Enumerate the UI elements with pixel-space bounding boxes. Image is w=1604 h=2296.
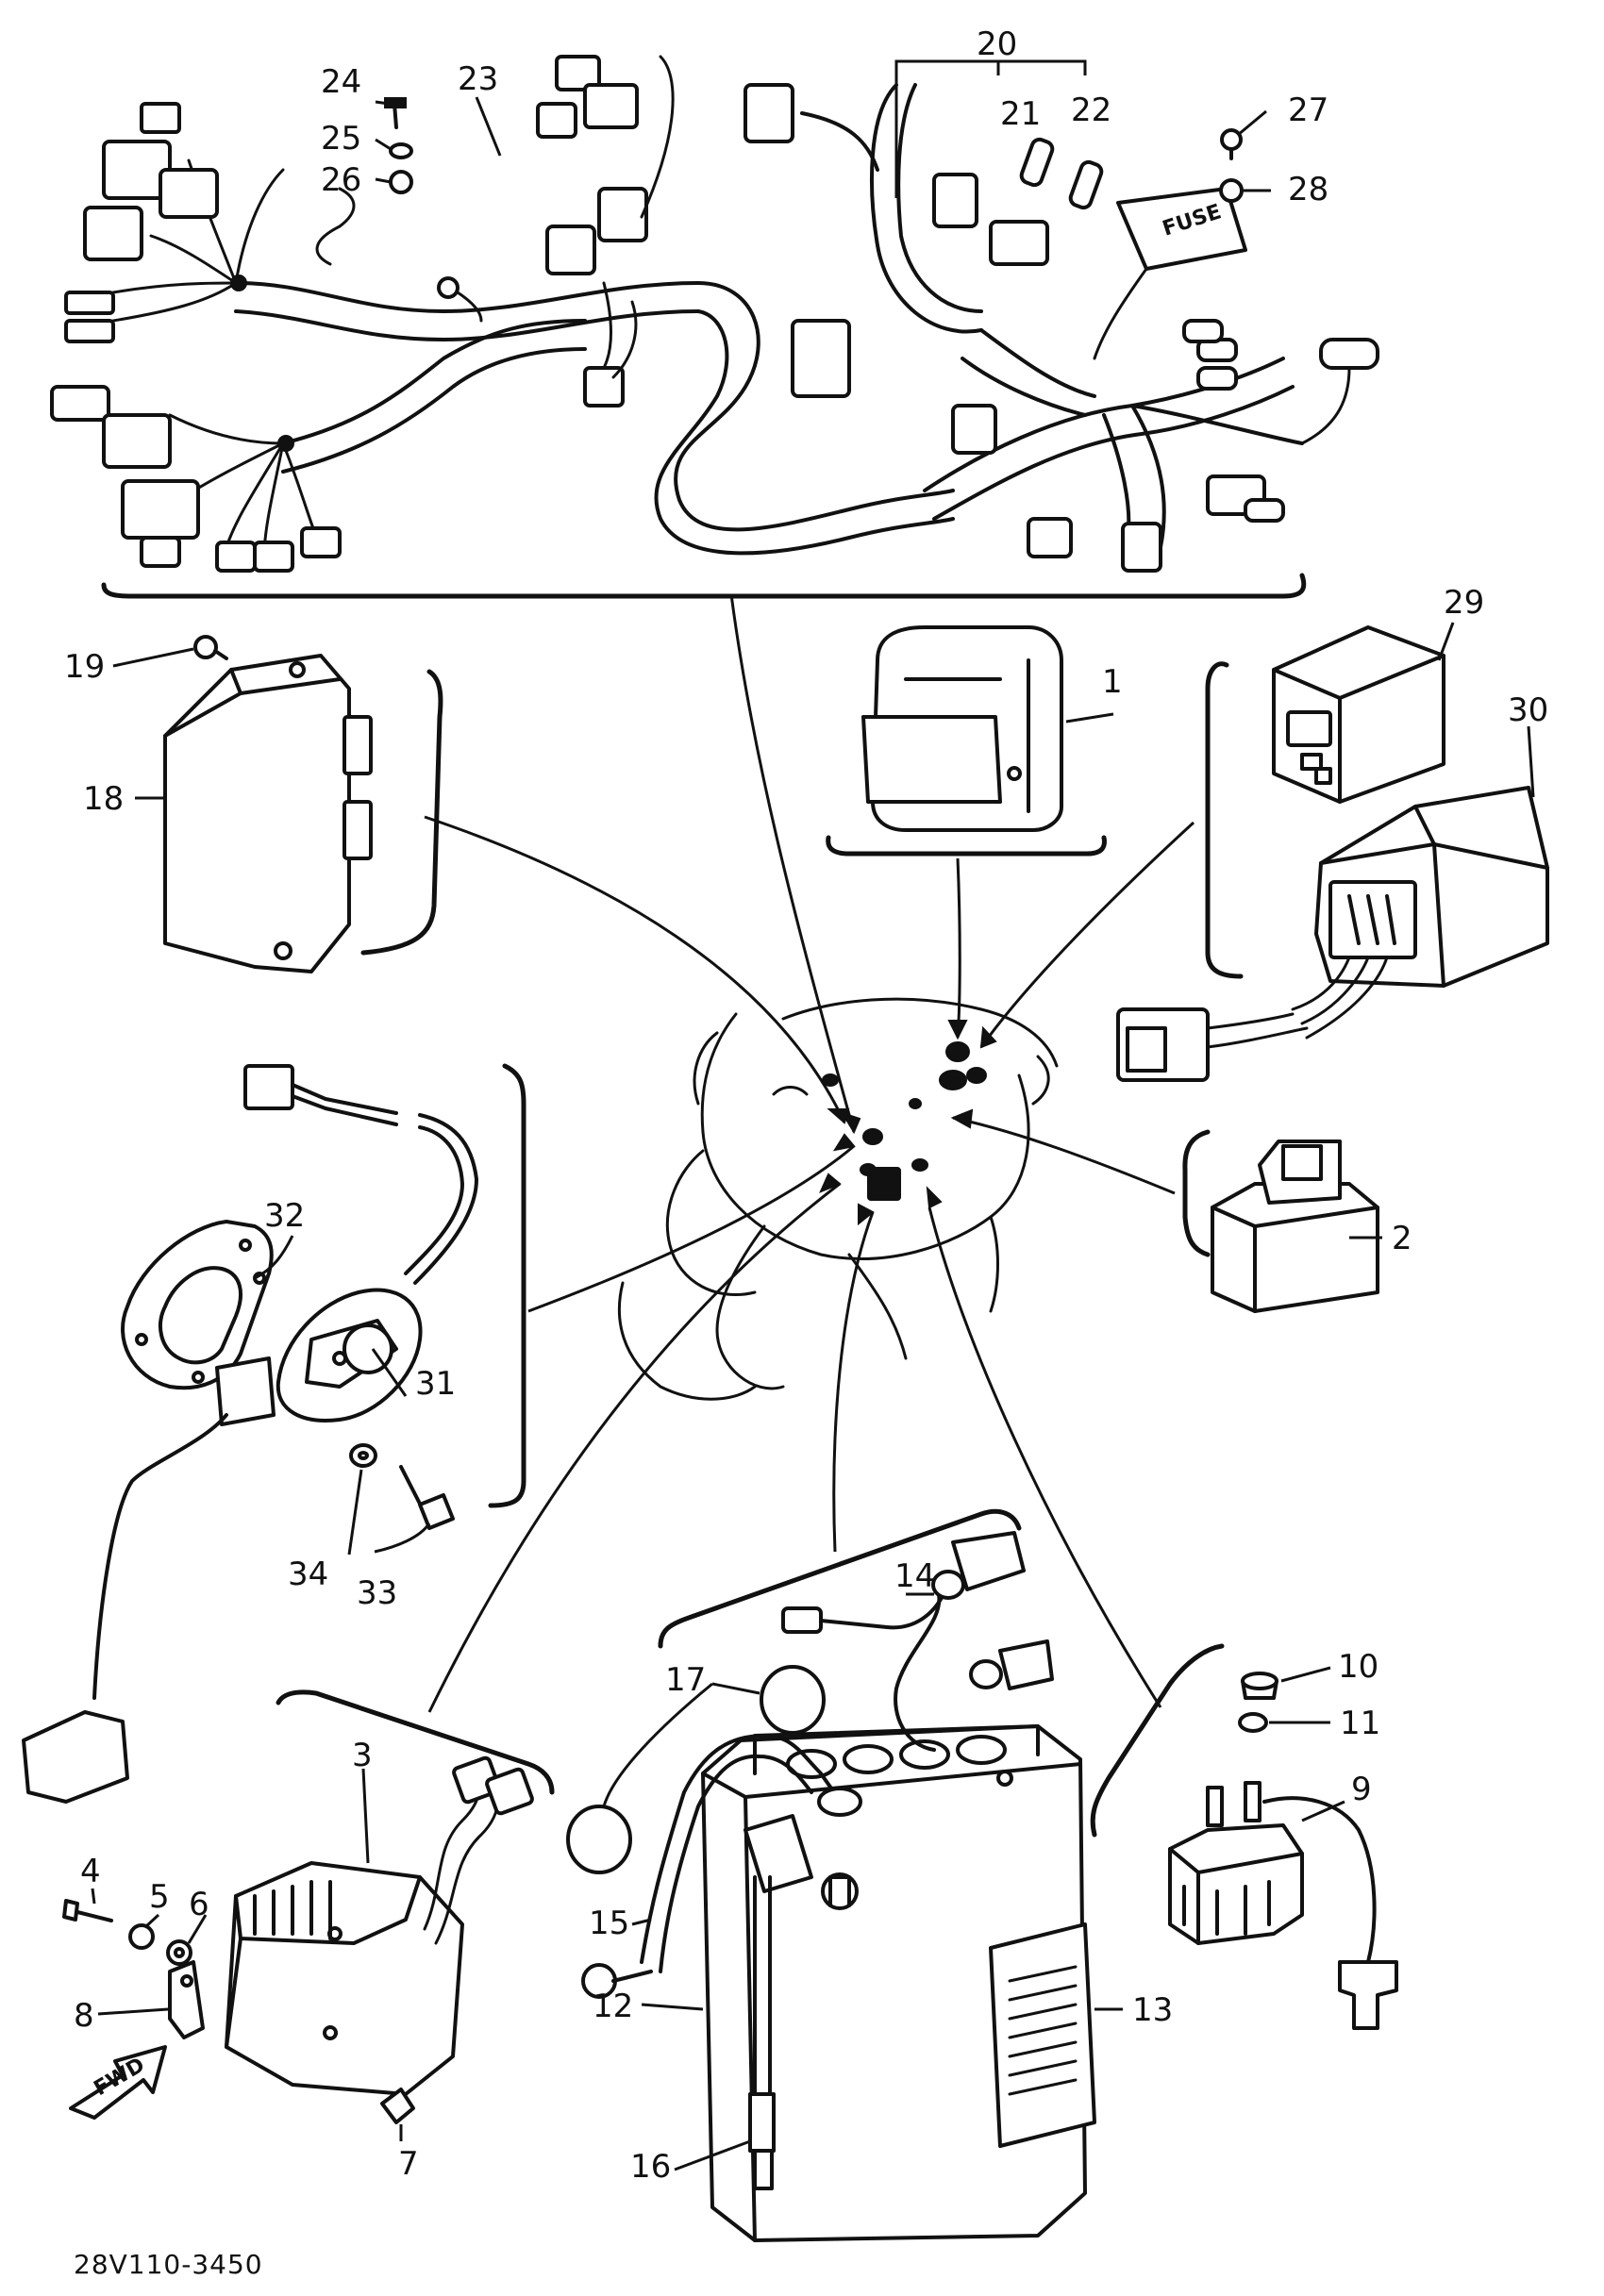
part-10-cap (1241, 1672, 1278, 1700)
callout-22: 22 (1071, 92, 1111, 129)
part-18-control-unit (163, 654, 373, 973)
callout-30: 30 (1508, 691, 1548, 729)
callout-15: 15 (589, 1905, 629, 1942)
part-31-bracket (488, 1063, 526, 1508)
callout-34: 34 (288, 1556, 328, 1593)
callout-21: 21 (1000, 95, 1041, 133)
part-17-battery-cap (566, 1665, 826, 1874)
callout-1: 1 (1102, 663, 1123, 701)
callout-labels: 1 2 3 4 5 6 7 8 9 10 11 12 13 14 15 16 1… (64, 25, 1548, 2186)
part-9-bracket (1090, 1643, 1225, 1838)
callout-leaders (91, 59, 1535, 2171)
motorcycle-outline (617, 997, 1059, 1401)
callout-32: 32 (264, 1197, 305, 1235)
callout-33: 33 (357, 1574, 397, 1612)
part-33-bolt (399, 1465, 455, 1530)
harness-group-bracket (101, 573, 1307, 599)
part-13-battery-label (989, 1922, 1096, 2148)
part-34-washer (349, 1443, 377, 1468)
callout-2: 2 (1392, 1220, 1412, 1257)
part-4-bolt (62, 1899, 113, 1922)
callout-10: 10 (1338, 1648, 1378, 1686)
callout-13: 13 (1132, 1991, 1173, 2029)
part-6-washer (166, 1939, 192, 1966)
part-14-lead-wire (781, 1531, 1054, 1752)
part-8-bracket-plate (168, 1960, 205, 2039)
part-2-relay (1211, 1140, 1379, 1313)
part-32-gasket (121, 1220, 274, 1390)
part-18-bracket (360, 669, 443, 956)
part-9-starter-relay (1168, 1781, 1398, 2030)
part-31-fuel-sender-unit (22, 1064, 478, 1804)
callout-18: 18 (83, 780, 124, 818)
leader-lines (424, 593, 1195, 1713)
callout-7: 7 (398, 2145, 419, 2183)
callout-4: 4 (80, 1853, 101, 1890)
part-30-flasher-unit (1116, 786, 1549, 1082)
fuse-box: FUSE (1116, 187, 1247, 271)
part-11-cap (1238, 1712, 1268, 1733)
callout-20: 20 (977, 25, 1017, 63)
callout-31: 31 (415, 1365, 456, 1403)
callout-8: 8 (74, 1997, 94, 2035)
callout-28: 28 (1288, 171, 1328, 208)
part-2-bracket (1182, 1129, 1211, 1257)
callout-11: 11 (1340, 1705, 1380, 1742)
small-fasteners (384, 97, 1244, 210)
callout-25: 25 (321, 120, 361, 158)
callout-27: 27 (1288, 92, 1328, 129)
callout-29: 29 (1444, 584, 1484, 622)
callout-24: 24 (321, 63, 361, 101)
callout-9: 9 (1351, 1771, 1372, 1808)
callout-19: 19 (64, 648, 105, 686)
part-7-clip (380, 2088, 415, 2124)
callout-5: 5 (149, 1878, 170, 1916)
callout-14: 14 (894, 1557, 935, 1595)
callout-12: 12 (593, 1988, 633, 2025)
forward-direction-arrow: FWD (69, 2045, 167, 2120)
part-12-battery (701, 1724, 1087, 2242)
callout-6: 6 (189, 1886, 209, 1923)
part-29-30-bracket (1205, 661, 1244, 979)
part-3-bracket (276, 1689, 555, 1795)
part-3-rectifier-regulator (225, 1755, 534, 2096)
battery-bracket (658, 1508, 1022, 1649)
callout-3: 3 (352, 1737, 373, 1774)
wire-harness: FUSE (50, 55, 1379, 573)
callout-17: 17 (665, 1661, 706, 1699)
part-16-breather-pipe (748, 1875, 776, 2190)
part-15-battery-cable (581, 1734, 862, 1999)
center-relay-mark (867, 1167, 901, 1201)
part-1-bracket (826, 835, 1107, 857)
callout-16: 16 (630, 2148, 671, 2186)
diagram-code: 28V110-3450 (74, 2249, 263, 2280)
part-19-screw (193, 635, 228, 660)
callout-26: 26 (321, 161, 361, 199)
part-5-washer (128, 1923, 155, 1950)
part-1-starter-relay (861, 625, 1063, 832)
part-29-relay (1272, 625, 1445, 804)
callout-23: 23 (458, 60, 498, 98)
